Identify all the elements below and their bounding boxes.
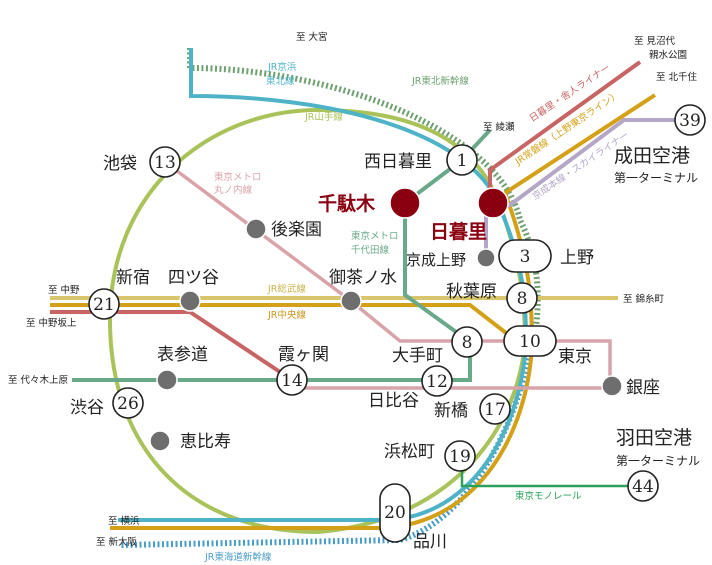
label-keihin2: 東北線 (266, 75, 295, 87)
station-sendagi-label: 千駄木 (318, 192, 376, 215)
station-keiseiueno-label: 京成上野 (406, 251, 466, 269)
airport-narita: 39 (674, 104, 706, 136)
station-ikebukuro: 13 (149, 146, 181, 178)
line-monorail (460, 466, 630, 488)
station-hibiya-label: 日比谷 (368, 391, 419, 411)
minutes: 21 (93, 295, 115, 315)
minutes: 8 (517, 289, 528, 309)
label-monorail: 東京モノレール (515, 490, 582, 502)
dest-nakano: 至 中野 (48, 284, 80, 296)
station-korakuen-marker (245, 218, 267, 240)
station-ueno: 3 (498, 239, 552, 273)
minutes: 26 (117, 394, 139, 414)
airport-narita-label: 成田空港 (614, 145, 690, 167)
label-marunouchi2: 丸ノ内線 (214, 184, 253, 196)
label-sobu: JR総武線 (267, 283, 306, 295)
gray-stations (149, 218, 623, 452)
station-korakuen-label: 後楽園 (271, 220, 322, 240)
dest-minumadai: 至 見沼代 (634, 36, 676, 47)
station-nippori-marker (477, 187, 509, 219)
minutes: 17 (484, 400, 506, 420)
dest-ayase: 至 綾瀬 (483, 121, 515, 133)
airport-narita-terminal: 第一ターミナル (614, 171, 698, 185)
station-omotesando-marker (156, 369, 178, 391)
line-keisei (484, 118, 675, 258)
station-ebisu-marker (149, 430, 171, 452)
station-tokyo: 10 (503, 325, 557, 357)
station-nishinippori-label: 西日暮里 (364, 152, 432, 172)
station-ebisu-label: 恵比寿 (180, 432, 231, 452)
minutes: 39 (679, 111, 701, 131)
station-nippori-label: 日暮里 (430, 221, 487, 243)
station-ikebukuro-label: 池袋 (103, 154, 137, 174)
station-shinjuku-label: 新宿 (116, 268, 150, 288)
minutes: 14 (281, 371, 303, 391)
minutes: 44 (632, 477, 654, 497)
dest-yokohama: 至 横浜 (108, 515, 140, 527)
airport-haneda-terminal: 第一ターミナル (616, 454, 700, 468)
dest-yoyogiuehara: 至 代々木上原 (8, 374, 68, 386)
minutes: 12 (426, 372, 448, 392)
dest-nakanosakaue: 至 中野坂上 (26, 317, 77, 329)
station-keiseiueno-marker (476, 248, 496, 268)
station-ueno-label: 上野 (560, 248, 594, 268)
dest-omiya: 至 大宮 (296, 31, 328, 43)
station-shimbashi-label: 新橋 (434, 401, 468, 421)
station-hamamatsucho-label: 浜松町 (384, 442, 435, 462)
label-marunouchi: 東京メトロ (214, 171, 262, 183)
station-otemachi: 8 (451, 326, 483, 358)
station-tokyo-label: 東京 (558, 347, 592, 367)
station-yotsuya-label: 四ツ谷 (168, 268, 219, 288)
minutes: 13 (154, 153, 176, 173)
station-nishinippori: 1 (446, 144, 478, 176)
station-hamamatsucho: 19 (444, 440, 476, 472)
minutes: 20 (384, 503, 406, 523)
label-tohoku-shinkansen: JR東北新幹線 (411, 75, 469, 87)
line-marunouchi (163, 160, 612, 385)
station-shibuya: 26 (112, 387, 144, 419)
station-ochanomizu-marker (340, 290, 362, 312)
dest-kitasenju: 至 北千住 (656, 71, 698, 83)
station-shibuya-label: 渋谷 (70, 398, 104, 418)
airport-haneda-label: 羽田空港 (616, 427, 692, 449)
minutes: 1 (457, 151, 468, 171)
dest-shinosaka: 至 新大阪 (96, 536, 138, 548)
label-chuo: JR中央線 (267, 309, 306, 321)
station-akihabara-label: 秋葉原 (446, 282, 497, 302)
station-omotesando-label: 表参道 (157, 345, 208, 365)
label-keihin: JR京浜 (267, 61, 297, 73)
station-sendagi-marker (389, 187, 421, 219)
station-shinagawa-label: 品川 (413, 532, 447, 552)
airport-haneda: 44 (627, 470, 659, 502)
station-otemachi-label: 大手町 (392, 346, 443, 366)
label-yamanote: JR山手線 (304, 111, 343, 123)
dest-minumadai2: 親水公園 (649, 49, 687, 61)
station-ginza-marker (601, 375, 623, 397)
label-chiyoda2: 千代田線 (351, 244, 390, 256)
station-yotsuya-marker (179, 290, 201, 312)
station-akihabara: 8 (506, 282, 538, 314)
station-shinagawa: 20 (379, 483, 411, 543)
minutes: 19 (449, 447, 471, 467)
label-chiyoda: 東京メトロ (351, 230, 399, 242)
station-hibiya: 12 (421, 365, 453, 397)
minutes: 10 (519, 332, 541, 352)
station-kasumigaseki: 14 (276, 364, 308, 396)
minutes: 8 (462, 333, 473, 353)
label-tokaido-shinkansen: JR東海道新幹線 (204, 551, 272, 563)
station-ginza-label: 銀座 (626, 378, 660, 398)
station-shimbashi: 17 (479, 393, 511, 425)
station-kasumigaseki-label: 霞ヶ関 (278, 345, 329, 365)
minutes: 3 (520, 247, 531, 267)
station-shinjuku: 21 (88, 288, 120, 320)
station-ochanomizu-label: 御茶ノ水 (329, 268, 397, 288)
line-tohoku-shinkansen (187, 48, 541, 336)
dest-kinshicho: 至 錦糸町 (623, 293, 665, 305)
